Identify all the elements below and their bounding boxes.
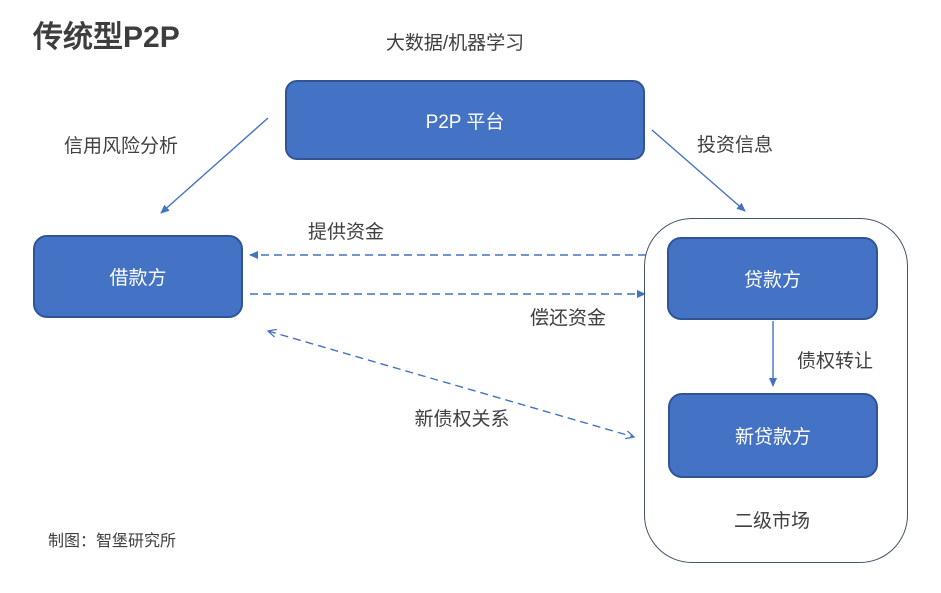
label-big-data-machine-learning: 大数据/机器学习 bbox=[385, 33, 525, 54]
node-borrower-label: 借款方 bbox=[109, 268, 167, 289]
label-repay-funds: 偿还资金 bbox=[529, 308, 607, 329]
node-p2p-platform: P2P 平台 bbox=[285, 80, 645, 160]
page-title: 传统型P2P bbox=[33, 21, 180, 54]
footer-credit: 制图：智堡研究所 bbox=[48, 533, 177, 550]
node-lender: 贷款方 bbox=[667, 237, 878, 320]
label-new-debt-relation: 新债权关系 bbox=[414, 409, 510, 430]
label-credit-risk-analysis: 信用风险分析 bbox=[64, 136, 179, 157]
label-debt-transfer: 债权转让 bbox=[797, 351, 874, 372]
node-lender-label: 贷款方 bbox=[743, 270, 801, 291]
node-new-lender-label: 新贷款方 bbox=[734, 427, 811, 448]
secondary-market-container bbox=[644, 218, 908, 563]
label-secondary-market: 二级市场 bbox=[733, 511, 811, 532]
edge-credit-risk-arrow bbox=[160, 117, 269, 214]
label-investment-info: 投资信息 bbox=[697, 135, 774, 156]
label-provide-funds: 提供资金 bbox=[307, 222, 385, 243]
node-p2p-platform-label: P2P 平台 bbox=[425, 111, 505, 133]
node-new-lender: 新贷款方 bbox=[668, 393, 878, 478]
node-borrower: 借款方 bbox=[33, 235, 243, 318]
